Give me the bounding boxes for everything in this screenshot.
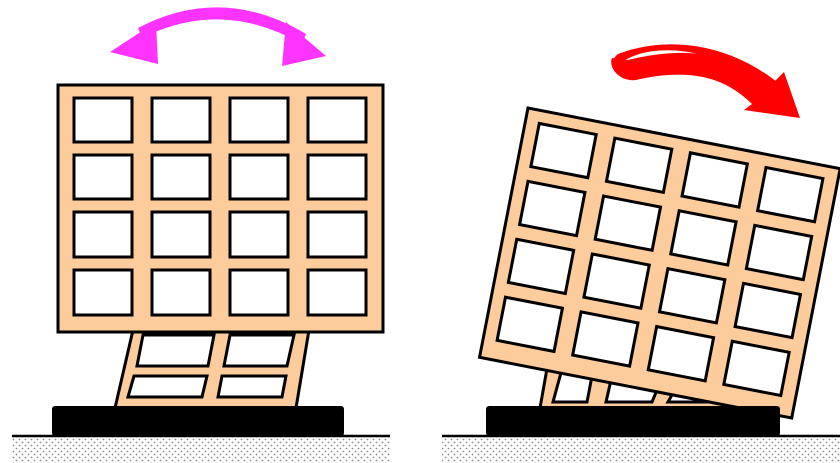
foundation-right xyxy=(486,406,780,436)
curved-arrow-icon xyxy=(611,44,800,118)
panel-left xyxy=(12,7,390,463)
upper-frame-right xyxy=(477,106,840,420)
upper-frame-left xyxy=(56,83,385,334)
double-arrow-icon xyxy=(110,7,326,66)
soft-story-left xyxy=(113,328,311,410)
ground-left xyxy=(12,434,390,463)
foundation-left xyxy=(52,406,344,436)
panel-right xyxy=(442,44,840,463)
ground-right xyxy=(442,434,840,463)
